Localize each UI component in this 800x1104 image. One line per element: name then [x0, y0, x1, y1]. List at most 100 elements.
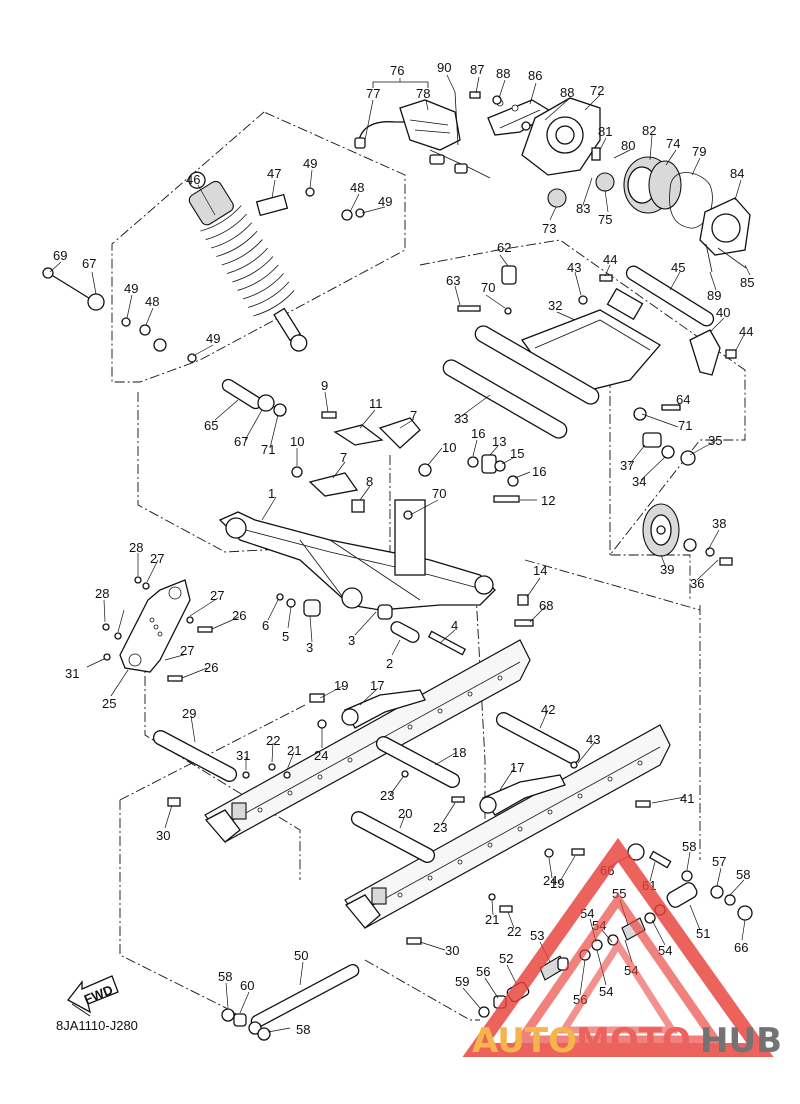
callout-49a: 49 — [303, 156, 317, 171]
callout-26b: 26 — [204, 660, 218, 675]
callout-72: 72 — [590, 83, 604, 98]
callout-67b: 67 — [234, 434, 248, 449]
callout-43a: 43 — [567, 260, 581, 275]
callout-26a: 26 — [232, 608, 246, 623]
callout-90: 90 — [437, 60, 451, 75]
callout-22b: 22 — [507, 924, 521, 939]
watermark-logo: AUTO MOTO HUB — [462, 837, 782, 1061]
callout-43b: 43 — [586, 732, 600, 747]
callout-23b: 23 — [433, 820, 447, 835]
callout-87: 87 — [470, 62, 484, 77]
callout-67a: 67 — [82, 256, 96, 271]
callout-86: 86 — [528, 68, 542, 83]
callout-63: 63 — [446, 273, 460, 288]
callout-48a: 48 — [350, 180, 364, 195]
drive-housing-assembly — [354, 81, 751, 273]
callout-7b: 7 — [340, 450, 347, 465]
callout-65: 65 — [204, 418, 218, 433]
callout-20: 20 — [398, 806, 412, 821]
callout-58d: 58 — [296, 1022, 310, 1037]
callout-40: 40 — [716, 305, 730, 320]
callout-3a: 3 — [348, 633, 355, 648]
callout-37: 37 — [620, 458, 634, 473]
callout-71b: 71 — [678, 418, 692, 433]
watermark-brand-hub: HUB — [700, 1021, 782, 1061]
callout-88a: 88 — [496, 66, 510, 81]
callout-53: 53 — [530, 928, 544, 943]
callout-34: 34 — [632, 474, 646, 489]
callout-49b: 49 — [378, 194, 392, 209]
callout-27b: 27 — [210, 588, 224, 603]
callout-51: 51 — [696, 926, 710, 941]
callout-47: 47 — [267, 166, 281, 181]
callout-60: 60 — [240, 978, 254, 993]
callout-88b: 88 — [560, 85, 574, 100]
callout-19a: 19 — [334, 678, 348, 693]
callout-44a: 44 — [603, 252, 617, 267]
part-callouts: 1 2 3 3 4 5 6 7 7 8 9 10 10 11 12 13 14 … — [53, 60, 754, 1037]
callout-32: 32 — [548, 298, 562, 313]
callout-48b: 48 — [145, 294, 159, 309]
callout-6: 6 — [262, 618, 269, 633]
callout-84: 84 — [730, 166, 744, 181]
callout-75: 75 — [598, 212, 612, 227]
callout-45: 45 — [671, 260, 685, 275]
callout-4: 4 — [451, 618, 458, 633]
callout-70a: 70 — [481, 280, 495, 295]
callout-38: 38 — [712, 516, 726, 531]
group-boundaries — [111, 111, 746, 1021]
callout-24b: 24 — [543, 873, 557, 888]
callout-56a: 56 — [476, 964, 490, 979]
callout-30a: 30 — [156, 828, 170, 843]
callout-76: 76 — [390, 63, 404, 78]
callout-89: 89 — [707, 288, 721, 303]
callout-17b: 17 — [510, 760, 524, 775]
forward-direction-arrow: FWD — [67, 975, 119, 1017]
callout-74: 74 — [666, 136, 680, 151]
callout-49d: 49 — [206, 331, 220, 346]
callout-64: 64 — [676, 392, 690, 407]
callout-81: 81 — [598, 124, 612, 139]
callout-18: 18 — [452, 745, 466, 760]
callout-46: 46 — [186, 172, 200, 187]
callout-15: 15 — [510, 446, 524, 461]
rear-axle-group — [221, 843, 753, 1041]
callout-16b: 16 — [532, 464, 546, 479]
callout-21b: 21 — [485, 912, 499, 927]
callout-31b: 31 — [236, 748, 250, 763]
callout-29: 29 — [182, 706, 196, 721]
callout-28a: 28 — [129, 540, 143, 555]
rear-upper-arm — [442, 265, 737, 439]
idler-wheel — [642, 432, 733, 566]
callout-79: 79 — [692, 144, 706, 159]
callout-80: 80 — [621, 138, 635, 153]
drawing-code: 8JA1110-J280 — [56, 1018, 138, 1033]
callout-59: 59 — [455, 974, 469, 989]
callout-54d: 54 — [599, 984, 613, 999]
callout-30b: 30 — [445, 943, 459, 958]
callout-11: 11 — [369, 396, 383, 411]
callout-33: 33 — [454, 411, 468, 426]
callout-54b: 54 — [658, 943, 672, 958]
callout-2: 2 — [386, 656, 393, 671]
callout-58b: 58 — [736, 867, 750, 882]
callout-19b: 19 — [550, 876, 564, 891]
callout-17a: 17 — [370, 678, 384, 693]
callout-50: 50 — [294, 948, 308, 963]
callout-77: 77 — [366, 86, 380, 101]
callout-36: 36 — [690, 576, 704, 591]
leader-lines — [49, 74, 751, 1033]
callout-8: 8 — [366, 474, 373, 489]
callout-23a: 23 — [380, 788, 394, 803]
callout-10a: 10 — [290, 434, 304, 449]
callout-27a: 27 — [150, 551, 164, 566]
rail-holes-right — [397, 760, 643, 898]
callout-13: 13 — [492, 434, 506, 449]
callout-52: 52 — [499, 951, 513, 966]
callout-68: 68 — [539, 598, 553, 613]
callout-25: 25 — [102, 696, 116, 711]
callout-69: 69 — [53, 248, 67, 263]
callout-7a: 7 — [410, 408, 417, 423]
callout-57: 57 — [712, 854, 726, 869]
